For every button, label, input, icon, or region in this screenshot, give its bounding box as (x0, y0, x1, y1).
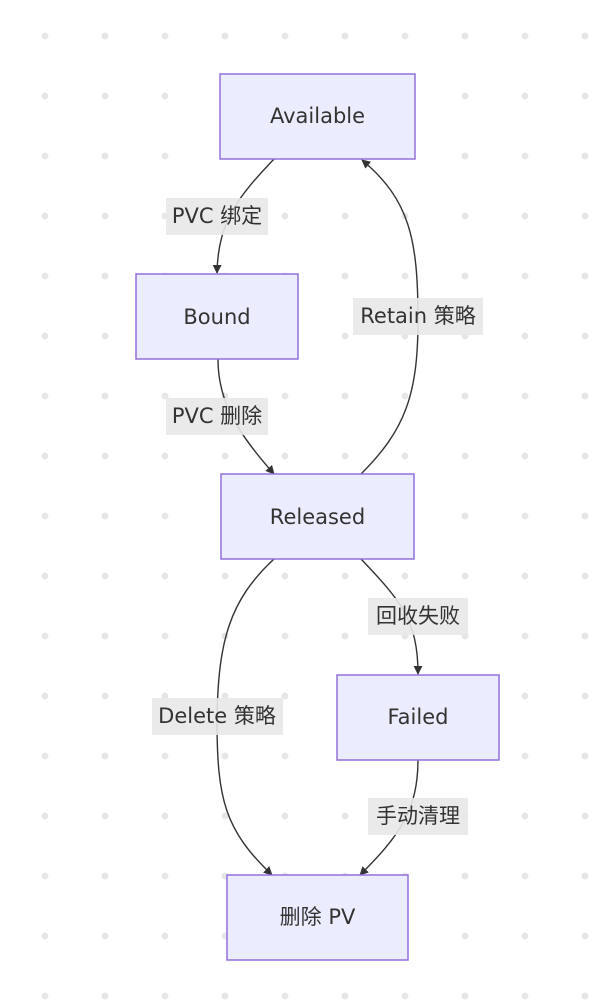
edge-label-text: PVC 绑定 (172, 204, 262, 228)
edge-label-text: 回收失败 (376, 604, 460, 628)
edge-label-pvc-bind: PVC 绑定 (166, 198, 268, 235)
node-label: Released (270, 505, 365, 529)
edge-label-text: PVC 删除 (172, 404, 262, 428)
node-label: Available (270, 104, 365, 128)
edge-label-retain-policy: Retain 策略 (353, 298, 483, 335)
node-bound[interactable]: Bound (135, 273, 299, 360)
node-delete-pv[interactable]: 删除 PV (226, 874, 409, 961)
edge-label-text: Retain 策略 (360, 304, 476, 328)
node-available[interactable]: Available (219, 73, 416, 160)
nodes: Available Bound Released Failed 删除 PV (135, 73, 500, 961)
edge-label-text: Delete 策略 (158, 704, 276, 728)
node-label: Failed (388, 705, 449, 729)
edge-labels: PVC 绑定 PVC 删除 Retain 策略 回收失败 Delete 策略 手… (152, 198, 483, 835)
edge-label-reclaim-failed: 回收失败 (368, 598, 468, 635)
node-released[interactable]: Released (220, 473, 415, 560)
node-label: 删除 PV (280, 905, 356, 929)
edge-label-delete-policy: Delete 策略 (152, 698, 283, 735)
edge-label-manual-cleanup: 手动清理 (368, 798, 468, 835)
node-label: Bound (183, 305, 250, 329)
edge-label-text: 手动清理 (376, 804, 460, 828)
node-failed[interactable]: Failed (336, 674, 500, 761)
edge-label-pvc-delete: PVC 删除 (166, 398, 268, 435)
